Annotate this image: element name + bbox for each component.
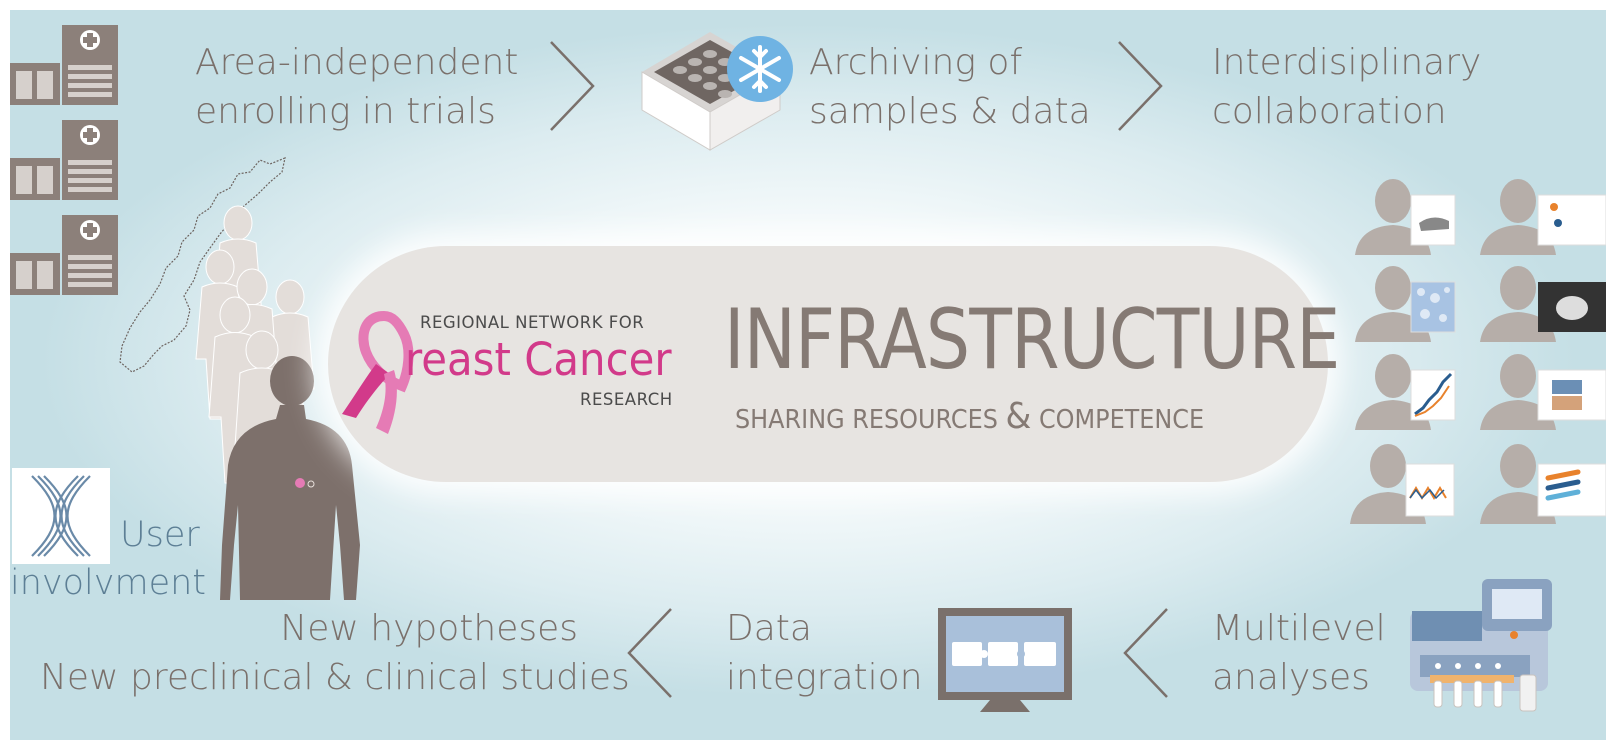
chevron-right-icon xyxy=(1118,41,1163,131)
researcher-icon xyxy=(1355,266,1456,342)
chevron-right-icon xyxy=(550,41,595,131)
step-archiving-line1: Archiving of xyxy=(809,42,1023,83)
step-archiving-line2: samples & data xyxy=(809,91,1091,132)
norway-map-icon xyxy=(119,157,286,373)
snowflake-icon xyxy=(727,36,793,102)
step-enrolling-line2: enrolling in trials xyxy=(195,91,496,132)
step-multilevel-line2: analyses xyxy=(1212,657,1370,698)
step-new-studies: New hypotheses New preclinical & clinica… xyxy=(40,604,630,702)
step-data-integration-line2: integration xyxy=(726,657,923,698)
lab-analyzer-icon xyxy=(1410,579,1552,712)
researcher-icon xyxy=(1480,179,1606,255)
step-data-integration: Data integration xyxy=(726,604,923,702)
logo-bottom-text: RESEARCH xyxy=(580,390,673,409)
women-silhouettes-icon xyxy=(195,205,360,600)
monitor-icon xyxy=(938,608,1072,712)
researcher-icon xyxy=(1355,179,1456,255)
user-involvement-line1: User xyxy=(120,515,200,555)
step-archiving: Archiving of samples & data xyxy=(809,38,1091,136)
step-data-integration-line1: Data xyxy=(726,608,812,649)
researcher-icon xyxy=(1480,266,1606,342)
step-enrolling: Area-independent enrolling in trials xyxy=(195,38,518,136)
step-new-studies-line2: New preclinical & clinical studies xyxy=(40,657,630,698)
logo-top-text: REGIONAL NETWORK FOR xyxy=(420,313,645,332)
researcher-icon xyxy=(1480,444,1606,524)
user-involvement-line2: involvment xyxy=(10,563,207,603)
subtitle-ampersand: & xyxy=(1005,396,1032,437)
researcher-icon xyxy=(1355,354,1456,430)
infrastructure-banner xyxy=(328,246,1328,482)
subtitle-part2: COMPETENCE xyxy=(1031,405,1205,435)
infrastructure-title: INFRASTRUCTURE xyxy=(724,291,1340,388)
hospital-icon xyxy=(10,120,118,200)
hospital-icon xyxy=(10,25,118,105)
step-collaboration-line2: collaboration xyxy=(1212,91,1447,132)
chevron-left-icon xyxy=(627,608,672,698)
step-new-studies-line1: New hypotheses xyxy=(280,608,578,649)
subtitle-part1: SHARING RESOURCES xyxy=(735,405,1006,435)
chevron-left-icon xyxy=(1123,608,1168,698)
logo-main-text: reast Cancer xyxy=(405,333,672,386)
pink-ribbon-icon xyxy=(342,310,414,434)
step-multilevel-line1: Multilevel xyxy=(1212,608,1386,649)
step-collaboration-line1: Interdisiplinary xyxy=(1212,42,1482,83)
step-multilevel: Multilevel analyses xyxy=(1212,604,1386,702)
researcher-icon xyxy=(1480,354,1606,430)
infrastructure-subtitle: SHARING RESOURCES & COMPETENCE xyxy=(735,397,1204,440)
step-enrolling-line1: Area-independent xyxy=(195,42,519,83)
user-involvement-logo xyxy=(12,468,110,564)
researcher-icon xyxy=(1350,444,1455,524)
step-collaboration: Interdisiplinary collaboration xyxy=(1212,38,1481,136)
hospital-icon xyxy=(10,215,118,295)
